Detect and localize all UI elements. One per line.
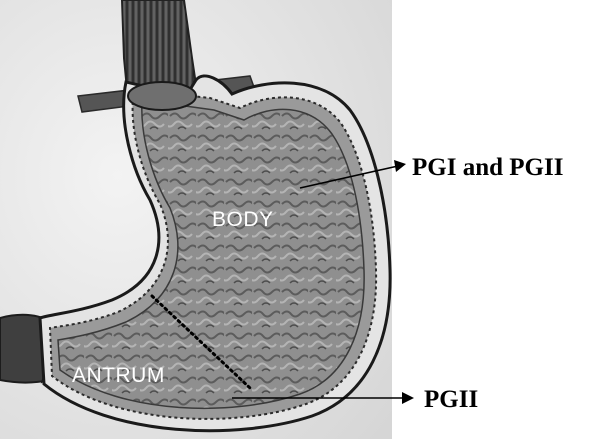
region-label-body: BODY [212,208,274,231]
cardia-opening [128,82,196,110]
region-label-antrum: ANTRUM [72,364,165,387]
body-callout-arrowhead [394,160,406,172]
antrum-callout-arrowhead [402,392,414,404]
callout-label-body: PGI and PGII [412,154,563,181]
callout-label-antrum: PGII [424,386,478,413]
